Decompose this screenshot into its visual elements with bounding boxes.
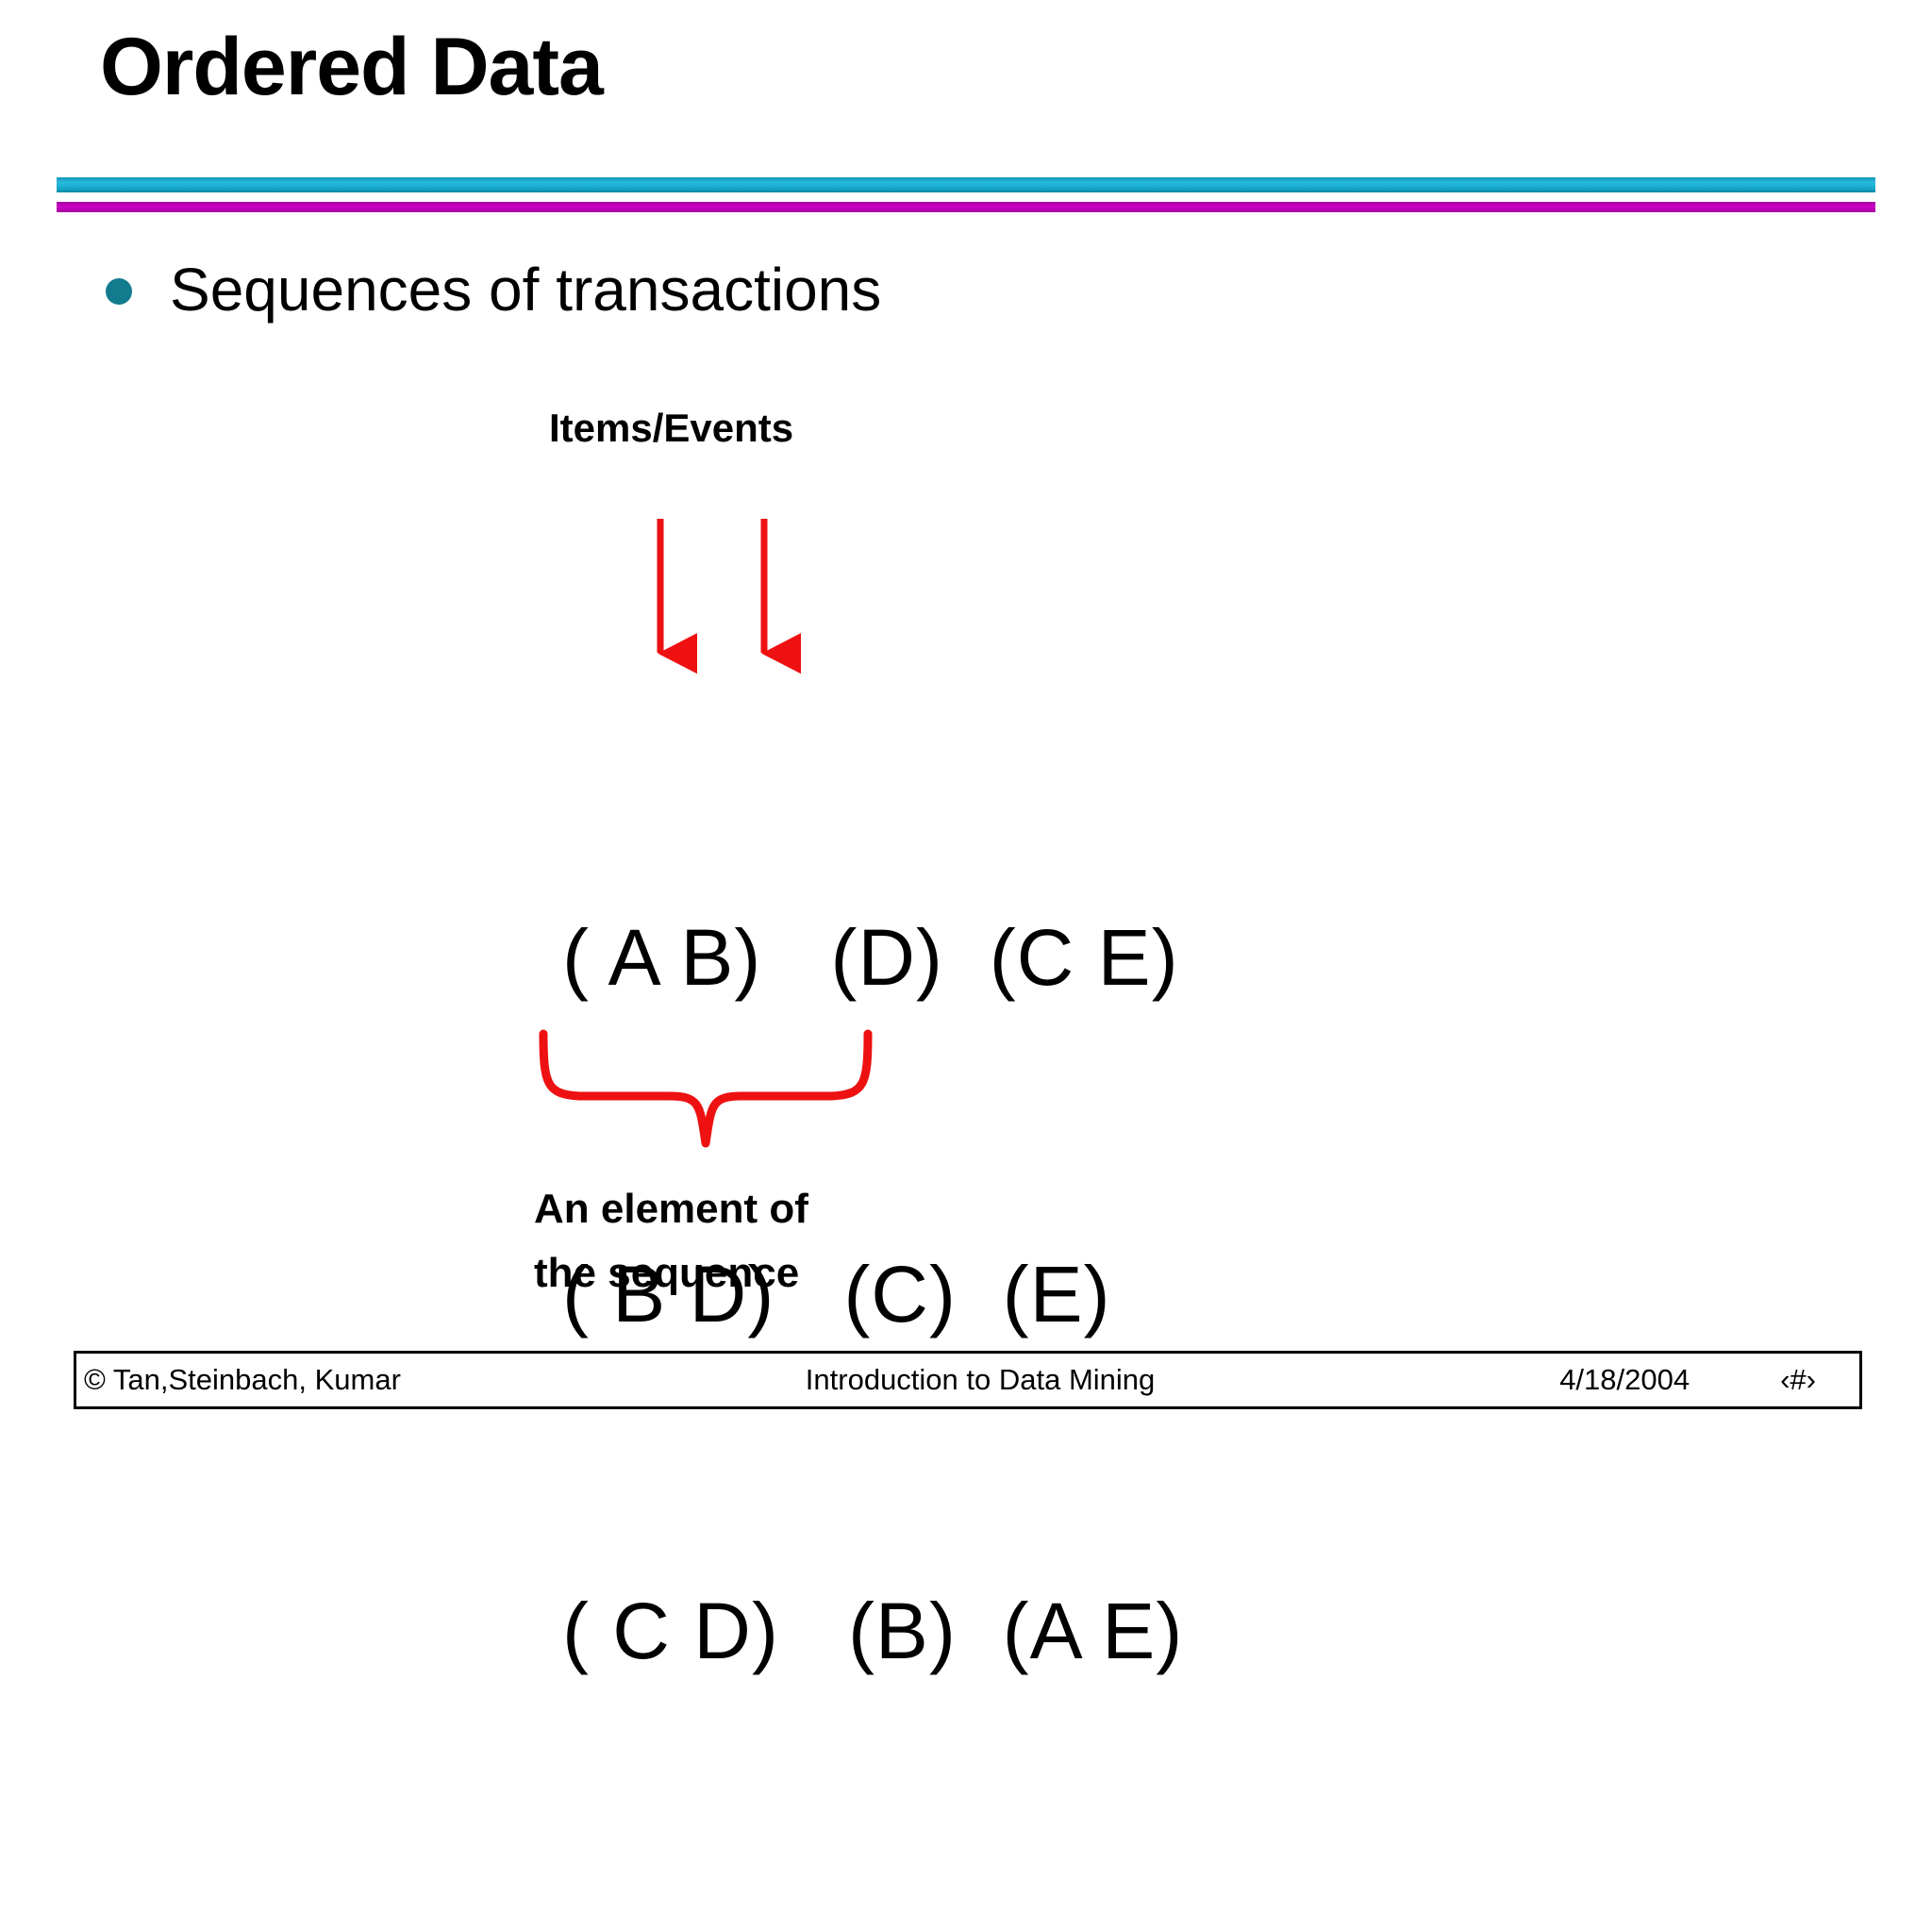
- items-events-label: Items/Events: [549, 406, 794, 450]
- divider-cyan: [57, 177, 1875, 192]
- sequence-row: ( A B) (D) (C E): [562, 913, 1179, 1002]
- bullet-item-label: Sequences of transactions: [170, 256, 882, 324]
- page-title: Ordered Data: [100, 22, 604, 112]
- element-caption: An element of the sequence: [534, 1177, 808, 1305]
- slide-footer: © Tan,Steinbach, Kumar Introduction to D…: [74, 1351, 1862, 1409]
- sequence-row: ( B D) (C) (E): [562, 1250, 1111, 1338]
- footer-course-title: Introduction to Data Mining: [805, 1363, 1156, 1396]
- footer-page-number: ‹#›: [1780, 1363, 1816, 1396]
- element-caption-line: the sequence: [534, 1250, 800, 1296]
- element-caption-line: An element of: [534, 1186, 808, 1232]
- sequence-row: ( C D) (B) (A E): [562, 1587, 1184, 1675]
- footer-copyright: © Tan,Steinbach, Kumar: [84, 1363, 401, 1396]
- bullet-dot-icon: [106, 278, 132, 306]
- footer-date: 4/18/2004: [1559, 1363, 1690, 1396]
- bullet-item-sequences: Sequences of transactions: [106, 257, 881, 323]
- divider-magenta: [57, 202, 1875, 212]
- slide: Ordered Data Sequences of transactions I…: [57, 22, 1875, 1675]
